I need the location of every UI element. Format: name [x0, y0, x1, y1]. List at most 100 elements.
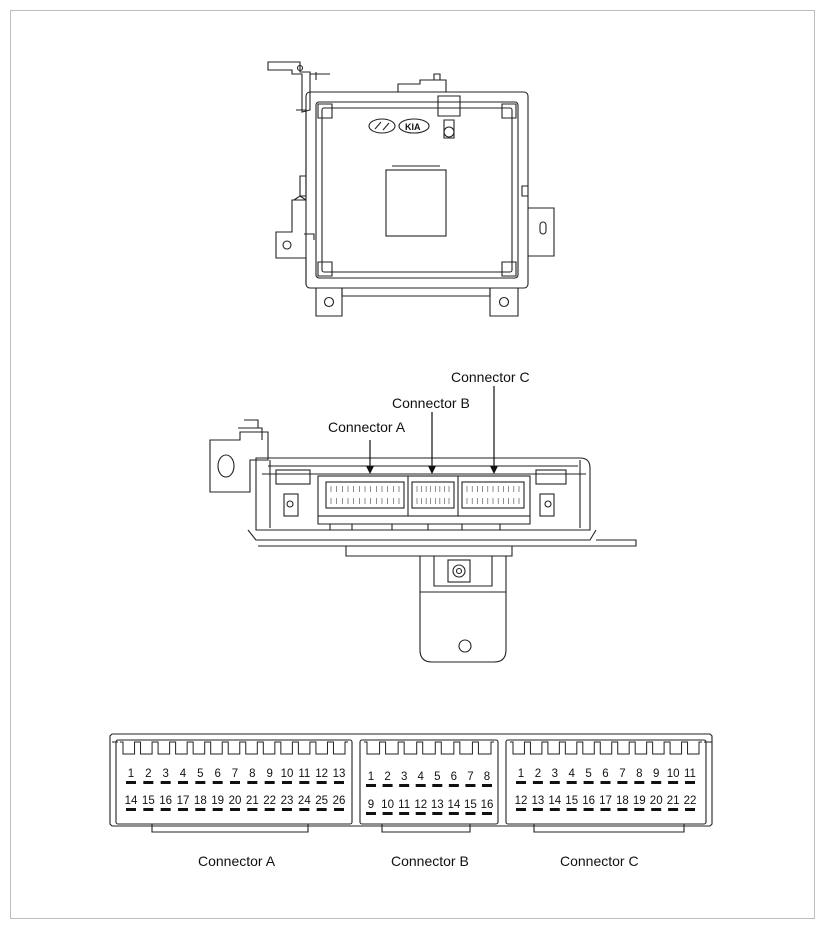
- pin-a: 8: [247, 768, 258, 784]
- pin-number: 8: [484, 771, 490, 783]
- pin-number: 6: [451, 771, 457, 783]
- pin-c: 5: [583, 768, 594, 784]
- pin-contact: [465, 812, 476, 815]
- pin-number: 7: [467, 771, 473, 783]
- pin-contact: [600, 781, 611, 784]
- pin-a: 9: [264, 768, 275, 784]
- pin-number: 20: [229, 795, 242, 807]
- pin-number: 2: [384, 771, 390, 783]
- pin-contact: [143, 781, 154, 784]
- pin-b: 12: [414, 799, 427, 815]
- pin-number: 5: [197, 768, 203, 780]
- pin-c: 8: [634, 768, 645, 784]
- pin-number: 25: [315, 795, 328, 807]
- pin-number: 22: [684, 795, 697, 807]
- pin-a: 20: [229, 795, 242, 811]
- svg-text:KIA: KIA: [405, 122, 421, 132]
- pin-b: 6: [448, 771, 459, 787]
- locking-tab-row: [364, 741, 494, 755]
- pin-c: 2: [532, 768, 543, 784]
- pin-contact: [316, 781, 327, 784]
- pin-b: 15: [464, 799, 477, 815]
- pin-contact: [600, 808, 611, 811]
- pin-number: 9: [368, 799, 374, 811]
- pin-c: 7: [617, 768, 628, 784]
- pin-number: 9: [266, 768, 272, 780]
- callout-connector-b: Connector B: [392, 395, 470, 411]
- pin-contact: [583, 808, 594, 811]
- pin-contact: [482, 812, 492, 815]
- side-view-pins: [330, 486, 520, 504]
- locking-tab-row: [510, 741, 702, 755]
- pin-contact: [126, 808, 136, 811]
- pin-number: 5: [434, 771, 440, 783]
- pin-number: 3: [552, 768, 558, 780]
- pin-contact: [195, 781, 206, 784]
- pin-number: 26: [333, 795, 346, 807]
- pin-contact: [549, 781, 560, 784]
- pin-number: 24: [298, 795, 311, 807]
- pin-number: 19: [211, 795, 224, 807]
- callout-arrows: [366, 386, 498, 474]
- pin-contact: [668, 808, 679, 811]
- pin-contact: [195, 808, 206, 811]
- pin-contact: [617, 808, 628, 811]
- connector-faces: [109, 733, 713, 833]
- pin-contact: [566, 808, 577, 811]
- pin-number: 2: [145, 768, 151, 780]
- pin-contact: [126, 781, 136, 784]
- pin-contact: [212, 808, 223, 811]
- pin-number: 11: [298, 768, 310, 780]
- pin-contact: [160, 781, 171, 784]
- pin-c: 10: [667, 768, 679, 784]
- pin-b: 4: [415, 771, 426, 787]
- pin-a: 21: [246, 795, 259, 811]
- pin-number: 14: [548, 795, 561, 807]
- pin-contact: [432, 812, 443, 815]
- pin-a: 24: [298, 795, 311, 811]
- pin-number: 7: [619, 768, 625, 780]
- pin-number: 23: [281, 795, 294, 807]
- pin-contact: [247, 808, 258, 811]
- pin-contact: [334, 781, 344, 784]
- pin-number: 4: [568, 768, 575, 780]
- pin-contact: [415, 784, 426, 787]
- pin-contact: [143, 808, 154, 811]
- pin-contact: [399, 784, 410, 787]
- pin-b: 10: [381, 799, 394, 815]
- callout-connector-a: Connector A: [328, 419, 406, 435]
- pin-c: 17: [599, 795, 612, 811]
- label-connector-a: Connector A: [198, 853, 276, 869]
- pin-a: 17: [177, 795, 189, 811]
- pin-c: 9: [651, 768, 662, 784]
- pin-contact: [583, 781, 594, 784]
- pin-b: 16: [481, 799, 493, 815]
- pin-number: 13: [431, 799, 444, 811]
- pin-contact: [549, 808, 560, 811]
- pin-contact: [516, 808, 526, 811]
- pin-a: 19: [211, 795, 224, 811]
- pin-number: 16: [159, 795, 172, 807]
- pin-c: 1: [516, 768, 526, 784]
- pin-contact: [160, 808, 171, 811]
- pin-number: 4: [180, 768, 187, 780]
- pin-number: 1: [368, 771, 374, 783]
- pin-number: 8: [249, 768, 255, 780]
- pin-c: 4: [566, 768, 577, 784]
- pin-a: 23: [281, 795, 294, 811]
- pin-number: 16: [582, 795, 595, 807]
- pin-c: 19: [633, 795, 646, 811]
- pin-contact: [178, 781, 188, 784]
- pin-a: 3: [160, 768, 171, 784]
- pin-number: 10: [281, 768, 294, 780]
- pin-a: 2: [143, 768, 154, 784]
- pin-b: 9: [366, 799, 376, 815]
- pin-contact: [382, 812, 393, 815]
- callout-arrow: [366, 440, 374, 474]
- pin-number: 17: [599, 795, 612, 807]
- pin-c: 14: [548, 795, 562, 811]
- pin-contact: [264, 808, 275, 811]
- pin-c: 3: [549, 768, 560, 784]
- pin-contact: [230, 808, 240, 811]
